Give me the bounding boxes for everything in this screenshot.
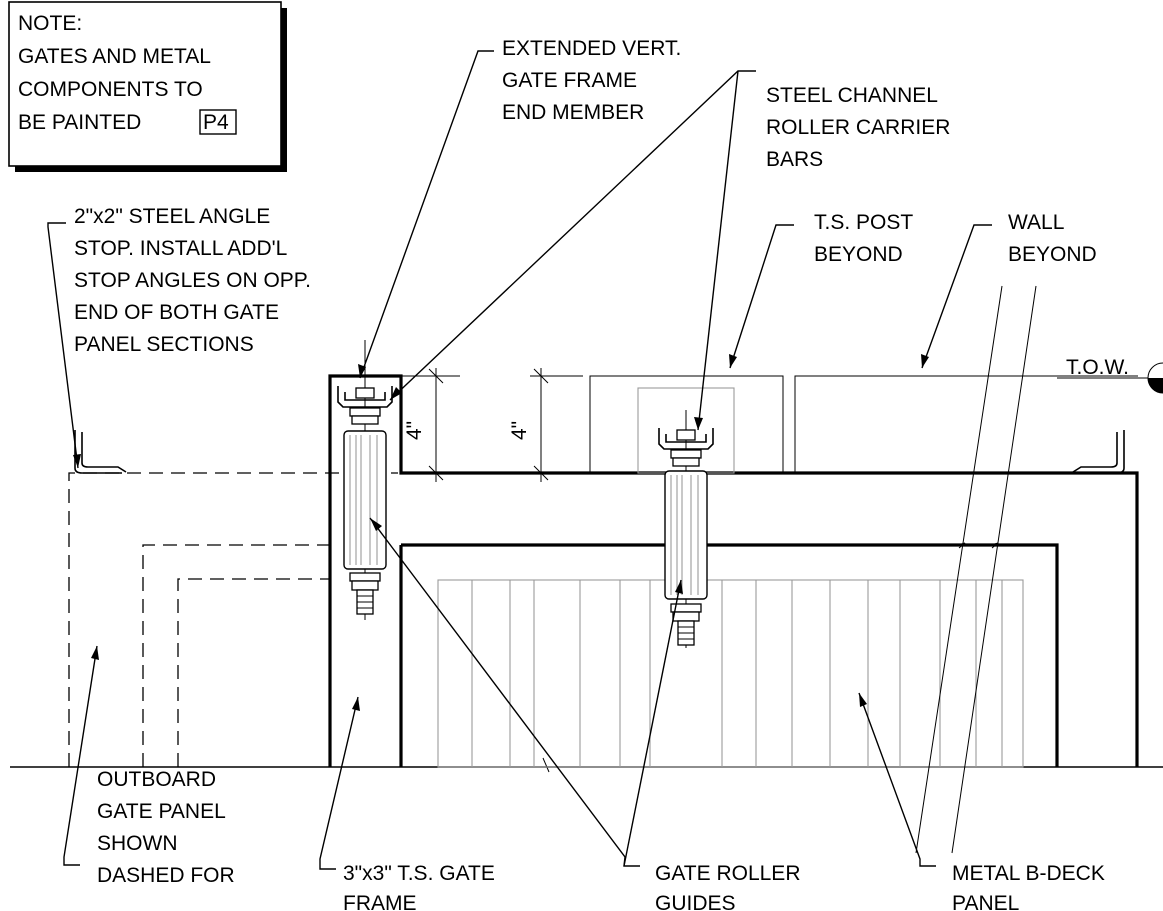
- roller-assembly-center: [658, 410, 714, 648]
- callout-outboard-line-1: OUTBOARD: [97, 768, 216, 791]
- callout-gate-frame: 3"x3" T.S. GATE FRAME: [343, 862, 495, 911]
- note-line-1: NOTE:: [18, 12, 82, 35]
- callout-outboard-line-4: DASHED FOR: [97, 864, 235, 887]
- note-box: NOTE: GATES AND METAL COMPONENTS TO BE P…: [8, 1, 287, 172]
- callout-angle-stop-line-4: END OF BOTH GATE: [74, 301, 279, 324]
- callout-bdeck-line-1: METAL B-DECK: [952, 862, 1105, 885]
- leader-lines: [47, 50, 992, 870]
- outboard-panel-dashed: [68, 472, 398, 767]
- wall-beyond: [794, 285, 1138, 854]
- callout-gate-frame-line-1: 3"x3" T.S. GATE: [343, 862, 495, 885]
- callout-angle-stop: 2"x2" STEEL ANGLE STOP. INSTALL ADD'L ST…: [74, 205, 311, 356]
- callout-angle-stop-line-1: 2"x2" STEEL ANGLE: [74, 205, 270, 228]
- callout-gate-frame-line-2: FRAME: [343, 892, 417, 911]
- callout-bdeck: METAL B-DECK PANEL: [952, 862, 1105, 911]
- finish-tag: P4: [203, 111, 229, 134]
- callout-extended-frame-line-1: EXTENDED VERT.: [502, 37, 681, 60]
- tow-marker: [1057, 362, 1163, 394]
- callout-carrier-bars-line-1: STEEL CHANNEL: [766, 84, 938, 107]
- callout-angle-stop-line-2: STOP. INSTALL ADD'L: [74, 237, 287, 260]
- roller-assembly-left: [337, 340, 393, 620]
- callout-angle-stop-line-3: STOP ANGLES ON OPP.: [74, 269, 311, 292]
- callout-outboard-line-2: GATE PANEL: [97, 800, 226, 823]
- dimension-left-label: 4": [403, 421, 426, 440]
- break-tick: [542, 757, 550, 773]
- dimension-left: 4": [401, 368, 460, 482]
- dimension-right: 4": [508, 368, 583, 482]
- callout-roller-guides-line-2: GUIDES: [655, 892, 736, 911]
- callout-extended-frame: EXTENDED VERT. GATE FRAME END MEMBER: [502, 37, 681, 124]
- callout-carrier-bars-line-3: BARS: [766, 148, 823, 171]
- callout-extended-frame-line-3: END MEMBER: [502, 101, 644, 124]
- callout-wall-line-2: BEYOND: [1008, 243, 1097, 266]
- note-line-2: GATES AND METAL: [18, 45, 211, 68]
- finish-tag-box: [199, 109, 237, 135]
- callout-roller-guides: GATE ROLLER GUIDES: [655, 862, 800, 911]
- callout-ts-post-line-1: T.S. POST: [814, 211, 913, 234]
- gate-frame-end-member: [328, 374, 1139, 767]
- callout-angle-stop-line-5: PANEL SECTIONS: [74, 333, 254, 356]
- callout-bdeck-line-2: PANEL: [952, 892, 1019, 911]
- bdeck-panel: [437, 579, 1024, 768]
- note-line-3: COMPONENTS TO: [18, 78, 203, 101]
- callout-ts-post: T.S. POST BEYOND: [814, 211, 913, 266]
- right-angle-stop: [1072, 430, 1125, 474]
- callout-ts-post-line-2: BEYOND: [814, 243, 903, 266]
- callout-wall: WALL BEYOND: [1008, 211, 1097, 266]
- callout-outboard-line-3: SHOWN: [97, 832, 178, 855]
- callout-wall-line-1: WALL: [1008, 211, 1064, 234]
- dimension-right-label: 4": [508, 421, 531, 440]
- note-line-4: BE PAINTED: [18, 111, 141, 134]
- callout-carrier-bars-line-2: ROLLER CARRIER: [766, 116, 950, 139]
- left-angle-stop: [74, 430, 127, 474]
- callout-roller-guides-line-1: GATE ROLLER: [655, 862, 800, 885]
- callout-tow: T.O.W.: [1066, 356, 1129, 379]
- callout-extended-frame-line-2: GATE FRAME: [502, 69, 637, 92]
- callout-outboard: OUTBOARD GATE PANEL SHOWN DASHED FOR: [97, 768, 235, 887]
- callout-carrier-bars: STEEL CHANNEL ROLLER CARRIER BARS: [766, 84, 950, 171]
